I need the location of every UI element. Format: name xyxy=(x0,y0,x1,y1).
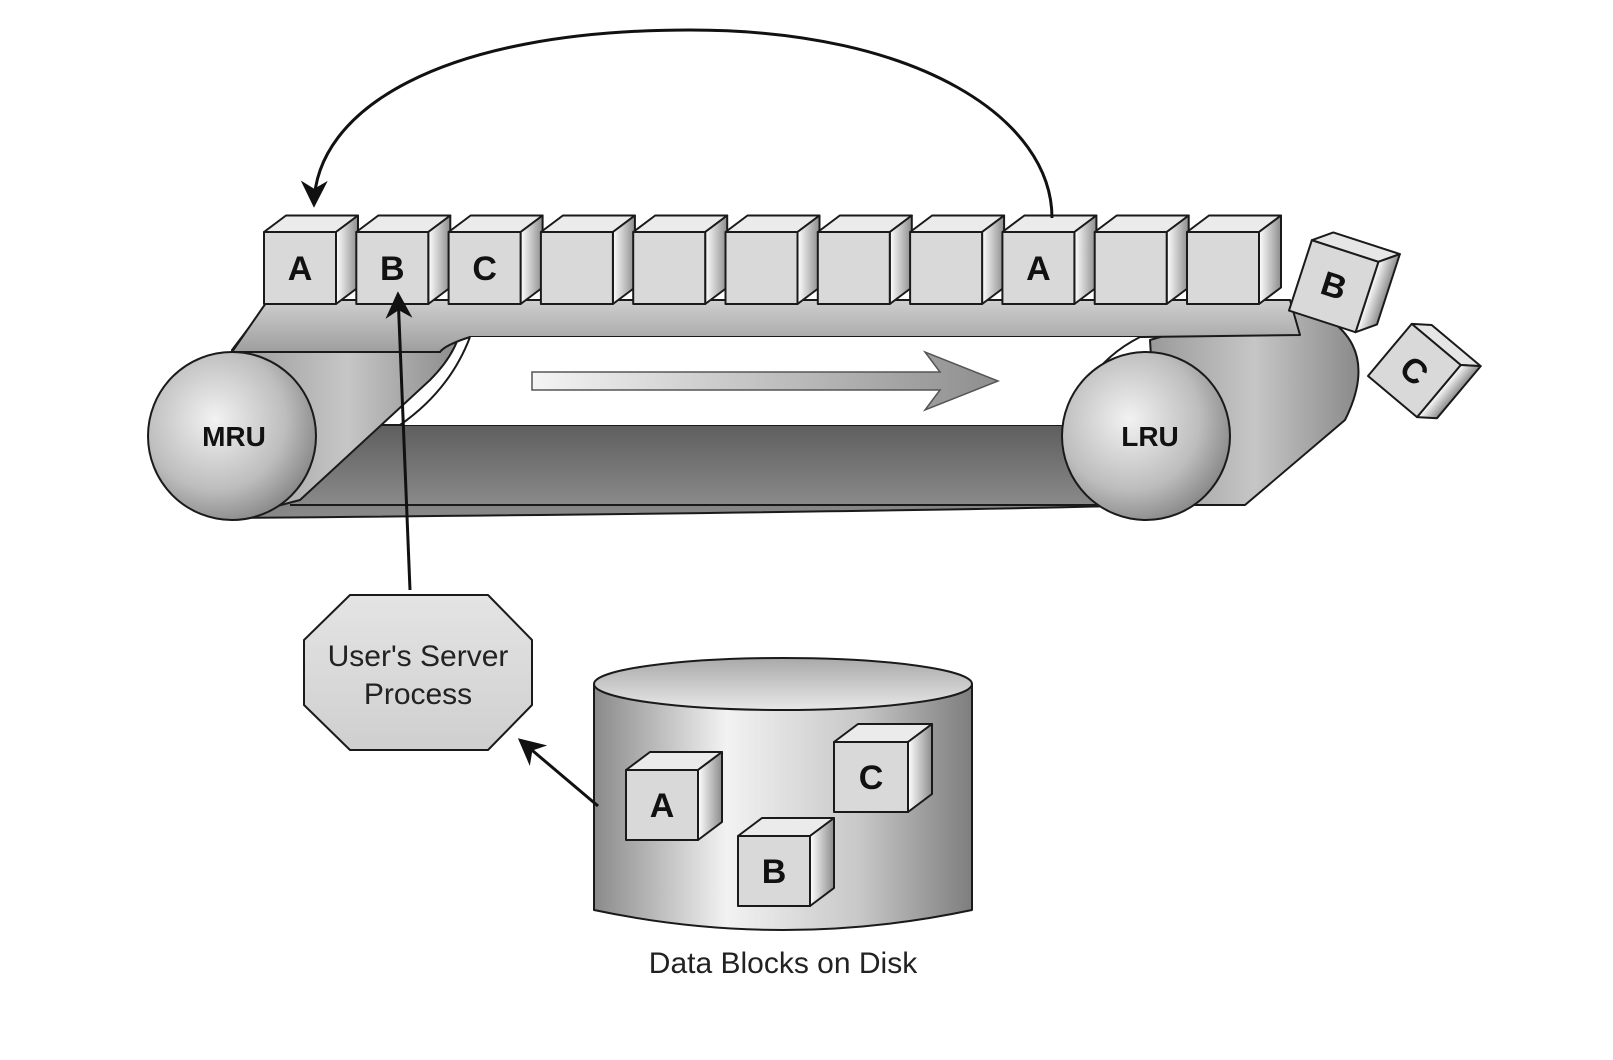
disk-to-process-arrow xyxy=(517,738,599,808)
disk-top xyxy=(593,657,973,711)
belt-block-7 xyxy=(816,214,913,305)
falling-block-b: B xyxy=(1287,231,1401,334)
disk-block-group: A B C xyxy=(625,723,933,907)
roller-lru-label: LRU xyxy=(1121,421,1179,452)
roller-mru: MRU xyxy=(147,351,317,521)
belt-lower-face xyxy=(290,425,1160,505)
disk-block-b: B xyxy=(737,817,835,907)
belt-block-1-label: A xyxy=(288,250,313,288)
disk-caption: Data Blocks on Disk xyxy=(649,947,918,980)
roller-mru-disc xyxy=(147,351,317,521)
reuse-arrow xyxy=(300,28,1054,219)
process-to-cache-arrow xyxy=(385,291,413,591)
belt-block-9: A xyxy=(1001,214,1098,305)
process-label-line2: Process xyxy=(364,678,472,711)
disk-block-a-label: A xyxy=(650,787,675,825)
disk-block-b-label: B xyxy=(762,853,787,891)
belt-block-3: C xyxy=(447,214,544,305)
process-label-line1: User's Server xyxy=(328,640,509,673)
belt-upper-surface xyxy=(231,299,1301,353)
belt-block-11 xyxy=(1186,214,1282,305)
roller-lru: LRU xyxy=(1061,351,1231,521)
belt-block-10 xyxy=(1093,214,1190,305)
belt-block-8 xyxy=(909,214,1006,305)
belt-block-2: B xyxy=(355,214,452,305)
process-octagon xyxy=(303,594,533,751)
roller-lru-disc xyxy=(1061,351,1231,521)
disk-block-a: A xyxy=(625,751,723,841)
belt-block-9-label: A xyxy=(1026,250,1051,288)
user-server-process: User's Server Process xyxy=(303,594,533,751)
belt-block-6 xyxy=(724,214,821,305)
belt-block-5 xyxy=(632,214,729,305)
disk-block-c-label: C xyxy=(859,759,884,797)
falling-block-c: C xyxy=(1366,322,1482,420)
belt-block-2-label: B xyxy=(380,250,405,288)
disk-block-c: C xyxy=(833,723,933,813)
belt-block-1: A xyxy=(263,214,359,305)
roller-mru-label: MRU xyxy=(202,421,266,452)
belt-block-4 xyxy=(539,214,636,305)
belt-block-3-label: C xyxy=(472,250,497,288)
flow-direction-arrow xyxy=(531,350,1001,412)
